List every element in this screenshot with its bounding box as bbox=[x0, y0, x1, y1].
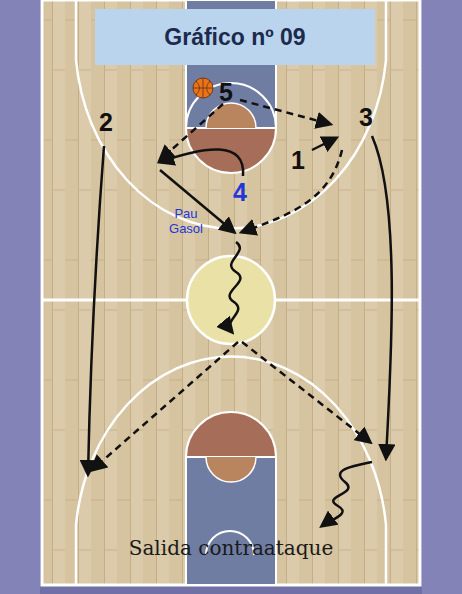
player-number: 3 bbox=[359, 103, 373, 132]
player-number: 1 bbox=[291, 146, 305, 175]
free-throw-circle bbox=[206, 457, 256, 482]
title-text: Gráfico nº 09 bbox=[164, 24, 305, 51]
court-boundary bbox=[42, 0, 420, 585]
run-line bbox=[88, 146, 104, 474]
player-number: 2 bbox=[99, 108, 113, 137]
player-name: Pau Gasol bbox=[163, 207, 209, 237]
free-throw-circle bbox=[186, 412, 276, 457]
ball bbox=[193, 78, 213, 98]
title-banner: Gráfico nº 09 bbox=[95, 9, 375, 65]
run-line bbox=[372, 136, 392, 458]
player-number: 4 bbox=[233, 178, 247, 207]
pass-line bbox=[92, 342, 238, 470]
player-number: 5 bbox=[219, 78, 233, 107]
three-point-line bbox=[76, 0, 386, 229]
court-lines bbox=[42, 0, 420, 585]
caption-text: Salida contraataque bbox=[129, 536, 334, 560]
dribble-line bbox=[322, 462, 372, 526]
side-band bbox=[422, 0, 462, 594]
cut-line bbox=[312, 138, 336, 150]
dribble-line bbox=[230, 242, 241, 332]
pass-line bbox=[242, 342, 370, 442]
side-band bbox=[0, 0, 40, 594]
paint-lane bbox=[186, 457, 276, 585]
pass-line bbox=[240, 100, 330, 124]
cut-line bbox=[160, 149, 243, 176]
free-throw-circle bbox=[206, 103, 256, 128]
three-point-line bbox=[76, 356, 386, 585]
movement-lines bbox=[88, 100, 392, 526]
court-floor bbox=[42, 0, 420, 585]
